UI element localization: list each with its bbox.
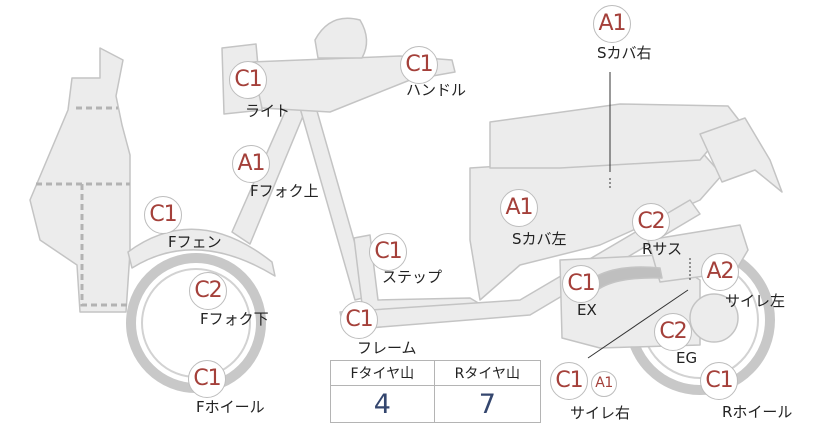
grade-badge-engine: C2 xyxy=(654,313,692,351)
part-label-light: ライト xyxy=(245,102,291,120)
part-label-f-fork-lower: Fフォク下 xyxy=(200,310,269,328)
grade-badge-light: C1 xyxy=(229,61,267,99)
front-fender xyxy=(127,228,276,277)
part-label-s-cover-right: Sカバ右 xyxy=(597,44,652,62)
grade-badge-f-fork-lower: C2 xyxy=(189,272,227,310)
tire-tread-table: Fタイヤ山 Rタイヤ山 4 7 xyxy=(330,360,542,423)
part-label-f-wheel: Fホイール xyxy=(196,398,265,416)
grade-badge-r-wheel: C1 xyxy=(700,362,738,400)
part-label-r-wheel: Rホイール xyxy=(722,403,793,421)
grade-badge-exhaust: C1 xyxy=(562,265,600,303)
grade-badge-muffler-left: A2 xyxy=(701,253,739,291)
part-label-s-cover-left: Sカバ左 xyxy=(512,230,567,248)
part-label-muffler-left: サイレ左 xyxy=(725,292,786,310)
tail-cowl xyxy=(699,117,783,193)
part-label-r-suspension: Rサス xyxy=(642,240,683,258)
front-tire-value: 4 xyxy=(330,385,435,423)
engine-cover xyxy=(689,293,739,343)
grade-badge-handle: C1 xyxy=(400,46,438,84)
part-label-f-fork-upper: Fフォク上 xyxy=(250,182,319,200)
part-label-engine: EG xyxy=(676,349,698,367)
grade-badge-muffler-right-secondary: A1 xyxy=(591,371,617,397)
part-label-f-fender: Fフェン xyxy=(168,233,222,251)
rear-tire-header: Rタイヤ山 xyxy=(433,360,542,386)
grade-badge-step: C1 xyxy=(369,233,407,271)
part-label-exhaust: EX xyxy=(577,301,597,319)
leg-shield xyxy=(29,47,131,313)
front-tire-header: Fタイヤ山 xyxy=(330,360,435,386)
part-label-muffler-right: サイレ右 xyxy=(570,404,631,422)
grade-badge-s-cover-right: A1 xyxy=(593,5,631,43)
mirror xyxy=(314,17,368,59)
grade-badge-s-cover-left: A1 xyxy=(500,189,538,227)
part-label-step: ステップ xyxy=(382,268,443,286)
part-label-frame: フレーム xyxy=(357,339,417,357)
grade-badge-f-wheel: C1 xyxy=(188,360,226,398)
rear-tire-value: 7 xyxy=(433,385,542,423)
grade-badge-f-fender: C1 xyxy=(144,196,182,234)
grade-badge-muffler-right: C1 xyxy=(550,362,588,400)
part-label-handle: ハンドル xyxy=(406,81,467,99)
grade-badge-frame: C1 xyxy=(340,301,378,339)
leader-line-muffler-right xyxy=(587,289,689,359)
grade-badge-r-suspension: C2 xyxy=(632,203,670,241)
grade-badge-f-fork-upper: A1 xyxy=(232,145,270,183)
shield-panel-outline xyxy=(80,184,130,307)
